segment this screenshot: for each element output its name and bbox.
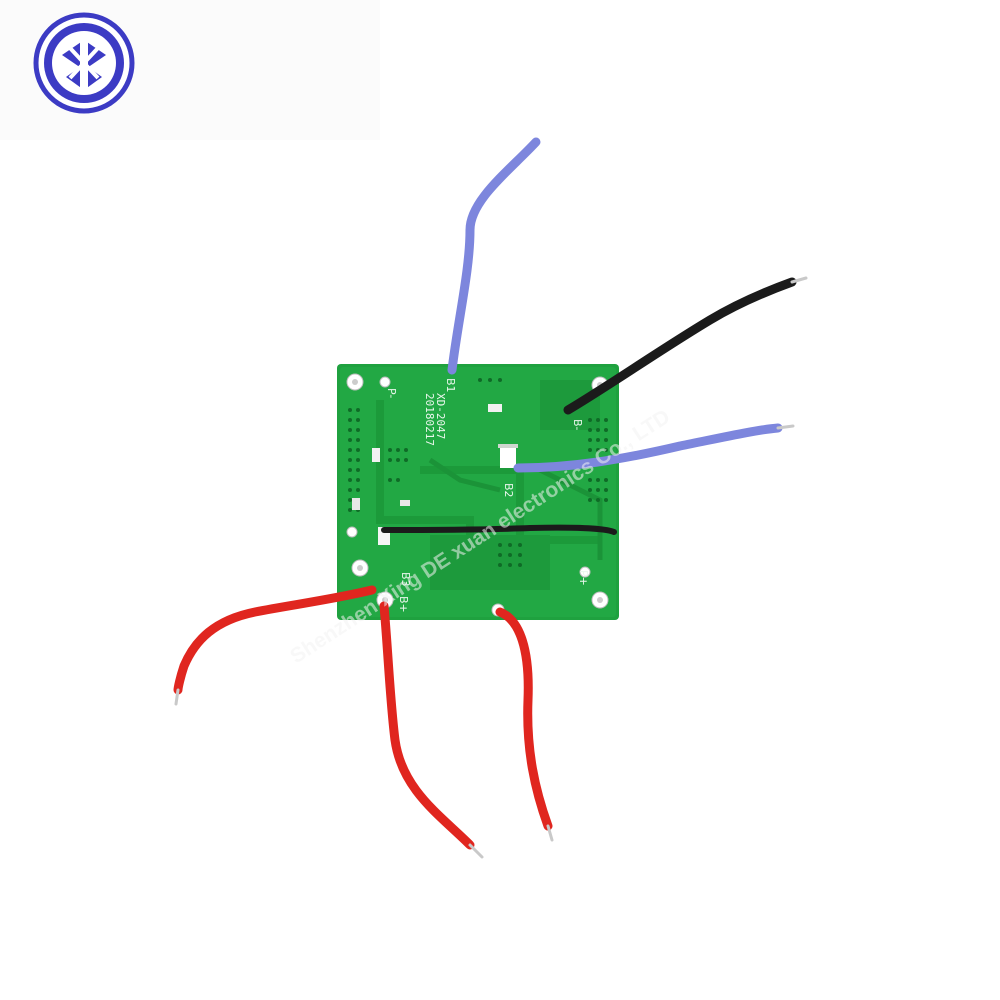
wires — [173, 137, 808, 859]
pad-label-p-plus: P+ — [577, 570, 590, 586]
silkscreen: XD-2047 20180217 B- B+ P- P+ B1 B2 B3 — [385, 378, 590, 613]
pad-label-b-plus: B+ — [397, 596, 410, 613]
wire-red-b3 — [173, 585, 377, 695]
pad-label-b1: B1 — [444, 378, 457, 393]
wire-blue-b1 — [447, 137, 541, 375]
pcb-board — [337, 364, 619, 620]
logo-area — [0, 0, 380, 140]
company-logo-seal-icon — [33, 12, 135, 114]
wire-black-b-minus — [563, 277, 797, 415]
pad-label-p-minus: P- — [385, 388, 398, 398]
wire-red-p-plus — [495, 607, 553, 831]
model-number: XD-2047 — [434, 393, 447, 439]
wire-black-thermistor — [381, 524, 617, 535]
pad-label-b2: B2 — [502, 483, 515, 498]
wire-blue-b2 — [513, 423, 783, 473]
pad-label-b-minus: B- — [571, 419, 584, 431]
wire-red-b-plus — [379, 601, 475, 850]
date-code: 20180217 — [423, 393, 436, 446]
pad-label-b3: B3 — [399, 572, 412, 587]
